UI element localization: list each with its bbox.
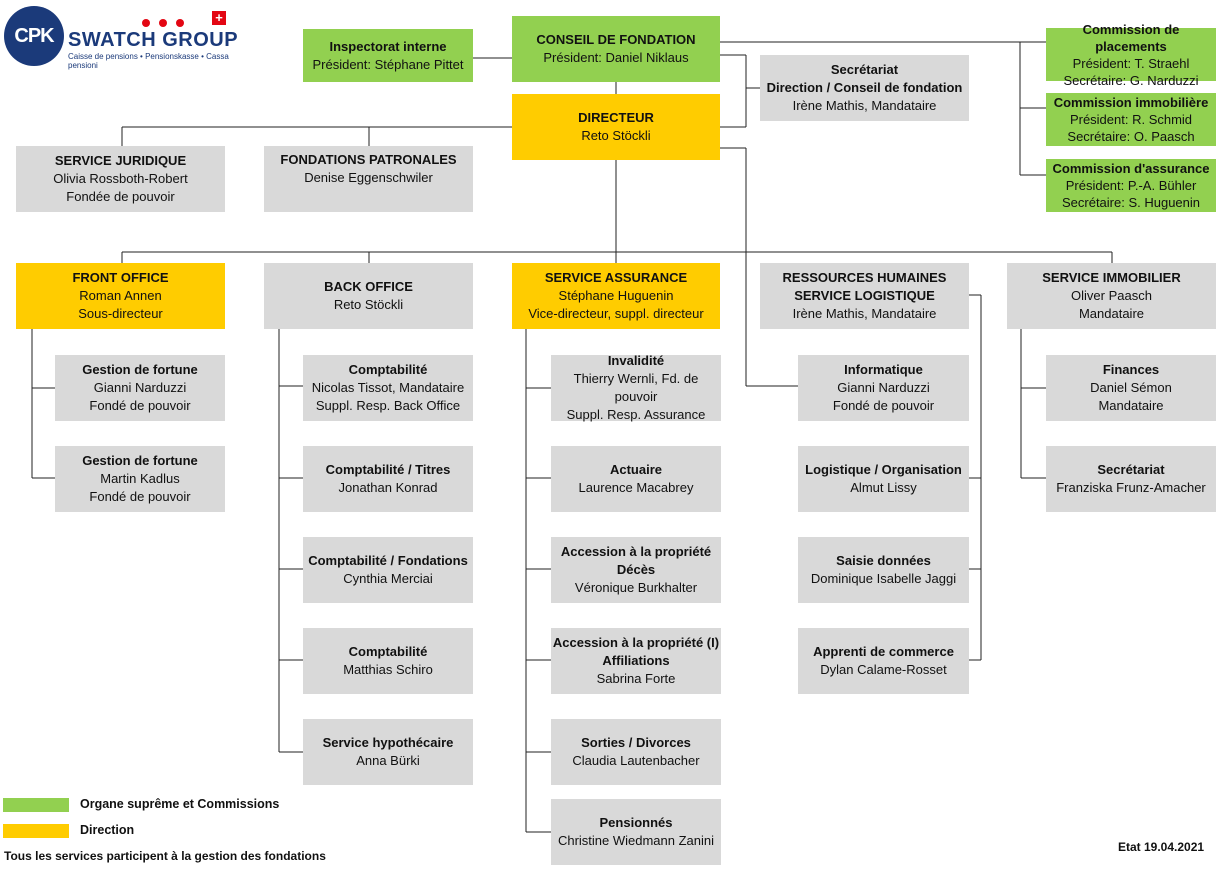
- box-comptabilite-2: Comptabilité Matthias Schiro: [303, 628, 473, 694]
- legend-label-green: Organe suprême et Commissions: [80, 797, 280, 811]
- box-pensionnes: Pensionnés Christine Wiedmann Zanini: [551, 799, 721, 865]
- box-commission-placements: Commission de placements Président: T. S…: [1046, 22, 1216, 88]
- box-invalidite: Invalidité Thierry Wernli, Fd. de pouvoi…: [551, 353, 721, 422]
- legend-swatch-yellow: [3, 824, 69, 838]
- box-informatique: Informatique Gianni Narduzzi Fondé de po…: [798, 355, 969, 421]
- box-directeur: DIRECTEUR Reto Stöckli: [512, 94, 720, 160]
- box-conseil-de-fondation: CONSEIL DE FONDATION Président: Daniel N…: [512, 16, 720, 82]
- box-actuaire: Actuaire Laurence Macabrey: [551, 446, 721, 512]
- logo-cpk-mark: CPK: [4, 6, 64, 66]
- box-back-office: BACK OFFICE Reto Stöckli: [264, 263, 473, 329]
- box-comptabilite-fondations: Comptabilité / Fondations Cynthia Mercia…: [303, 537, 473, 603]
- swiss-cross-icon: +: [212, 11, 226, 25]
- box-secretariat-immobilier: Secrétariat Franziska Frunz-Amacher: [1046, 446, 1216, 512]
- box-saisie-donnees: Saisie données Dominique Isabelle Jaggi: [798, 537, 969, 603]
- box-accession-affiliations: Accession à la propriété (I) Affiliation…: [551, 628, 721, 694]
- box-front-office: FRONT OFFICE Roman Annen Sous-directeur: [16, 263, 225, 329]
- box-service-hypothecaire: Service hypothécaire Anna Bürki: [303, 719, 473, 785]
- box-gestion-fortune-2: Gestion de fortune Martin Kadlus Fondé d…: [55, 446, 225, 512]
- logo-dots-icon: [142, 14, 193, 32]
- legend-label-yellow: Direction: [80, 823, 135, 837]
- box-ressources-humaines: RESSOURCES HUMAINES SERVICE LOGISTIQUE I…: [760, 263, 969, 329]
- box-sorties-divorces: Sorties / Divorces Claudia Lautenbacher: [551, 719, 721, 785]
- legend-swatch-green: [3, 798, 69, 812]
- box-service-immobilier: SERVICE IMMOBILIER Oliver Paasch Mandata…: [1007, 263, 1216, 329]
- box-apprenti-commerce: Apprenti de commerce Dylan Calame-Rosset: [798, 628, 969, 694]
- box-inspectorat-interne: Inspectorat interne Président: Stéphane …: [303, 29, 473, 82]
- box-comptabilite-1: Comptabilité Nicolas Tissot, Mandataire …: [303, 355, 473, 421]
- box-gestion-fortune-1: Gestion de fortune Gianni Narduzzi Fondé…: [55, 355, 225, 421]
- logo-subtitle: Caisse de pensions • Pensionskasse • Cas…: [68, 52, 229, 70]
- box-commission-immobiliere: Commission immobilière Président: R. Sch…: [1046, 93, 1216, 146]
- box-commission-assurance: Commission d'assurance Président: P.-A. …: [1046, 159, 1216, 212]
- cpk-swatch-group-logo: CPK + SWATCH GROUP Caisse de pensions • …: [4, 6, 244, 70]
- box-fondations-patronales: FONDATIONS PATRONALES Denise Eggenschwil…: [264, 146, 473, 212]
- date-stamp: Etat 19.04.2021: [1118, 840, 1205, 854]
- box-service-juridique: SERVICE JURIDIQUE Olivia Rossboth-Robert…: [16, 146, 225, 212]
- footnote: Tous les services participent à la gesti…: [4, 849, 326, 863]
- box-logistique-organisation: Logistique / Organisation Almut Lissy: [798, 446, 969, 512]
- box-secretariat-direction: Secrétariat Direction / Conseil de fonda…: [760, 55, 969, 121]
- box-finances: Finances Daniel Sémon Mandataire: [1046, 355, 1216, 421]
- box-accession-deces: Accession à la propriété Décès Véronique…: [551, 537, 721, 603]
- box-service-assurance: SERVICE ASSURANCE Stéphane Huguenin Vice…: [512, 263, 720, 329]
- box-comptabilite-titres: Comptabilité / Titres Jonathan Konrad: [303, 446, 473, 512]
- logo-name: SWATCH GROUP: [68, 29, 239, 51]
